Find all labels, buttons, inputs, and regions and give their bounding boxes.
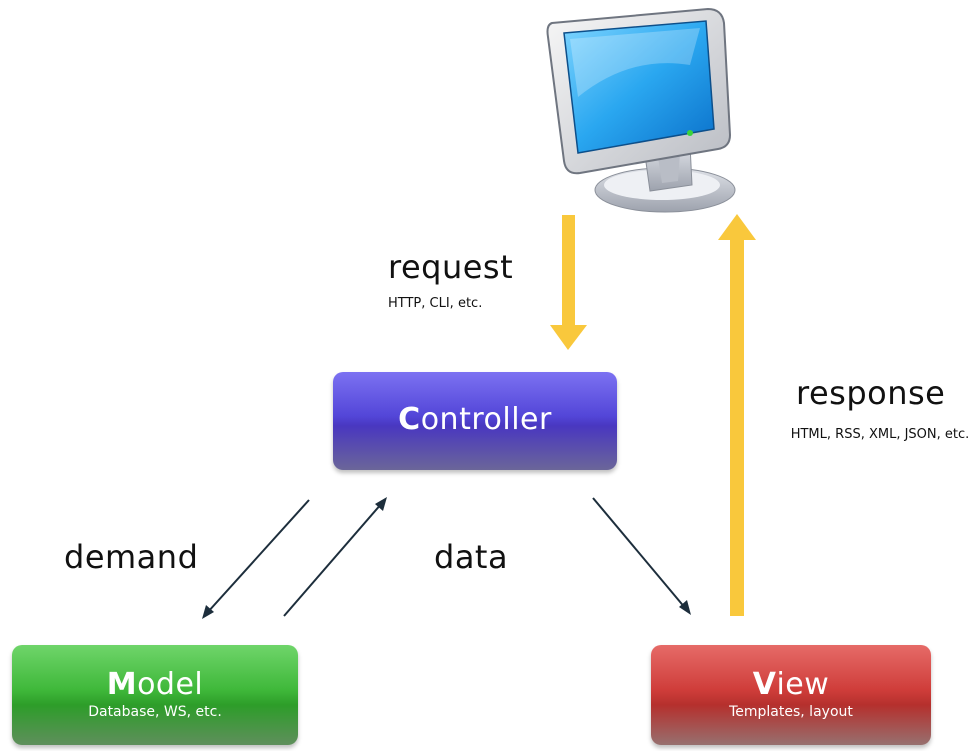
- demand-label: demand: [64, 538, 199, 576]
- request-detail: HTTP, CLI, etc.: [388, 296, 483, 311]
- controller-initial: C: [398, 402, 421, 437]
- demand-arrow: [202, 499, 310, 619]
- model-detail: Database, WS, etc.: [88, 704, 222, 720]
- response-detail: HTML, RSS, XML, JSON, etc.: [790, 427, 970, 442]
- model-title: Model: [12, 667, 298, 702]
- data-arrow: [592, 497, 691, 615]
- view-initial: V: [752, 667, 777, 702]
- view-box: View Templates, layout: [651, 645, 931, 745]
- request-label: request: [388, 248, 514, 286]
- model-to-controller-arrow: [283, 497, 387, 617]
- controller-box: Controller: [333, 372, 617, 470]
- desktop-monitor-icon: [546, 7, 736, 213]
- response-label: response: [796, 374, 946, 412]
- view-title-rest: iew: [776, 667, 830, 702]
- view-title: View: [651, 667, 931, 702]
- request-arrow: [550, 215, 587, 350]
- controller-title-rest: ontroller: [420, 402, 552, 437]
- data-label: data: [434, 538, 509, 576]
- model-title-rest: odel: [137, 667, 204, 702]
- model-box: Model Database, WS, etc.: [12, 645, 298, 745]
- response-arrow: [718, 214, 756, 616]
- model-initial: M: [106, 667, 138, 702]
- controller-title: Controller: [333, 402, 617, 437]
- view-detail: Templates, layout: [729, 704, 853, 720]
